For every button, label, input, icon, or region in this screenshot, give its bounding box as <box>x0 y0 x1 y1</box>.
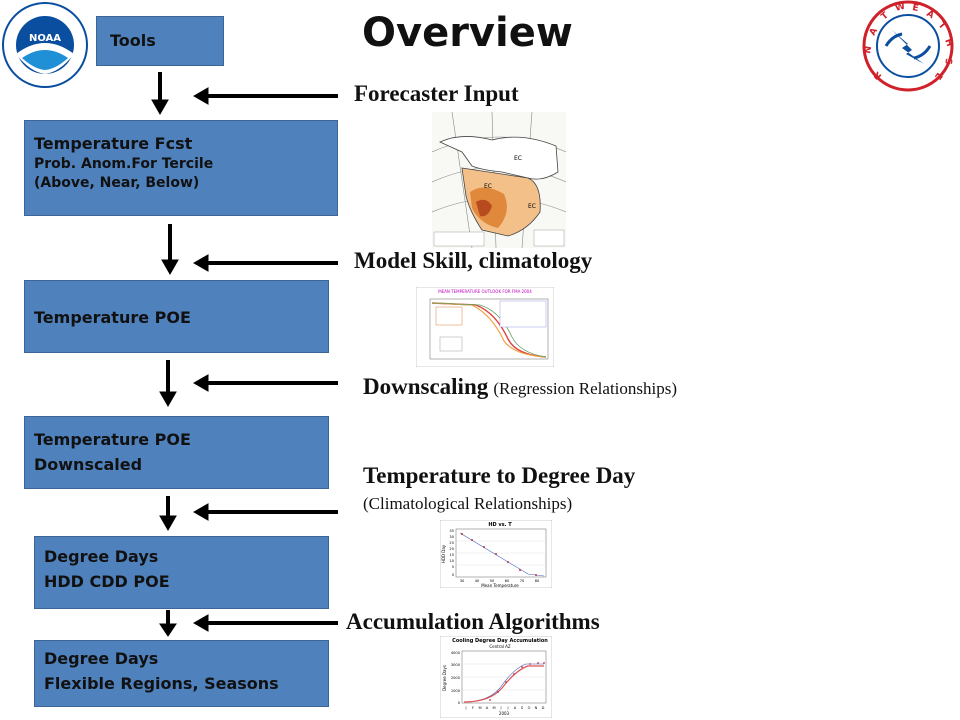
page-title: Overview <box>362 10 573 56</box>
step-label-forecaster-input: Forecaster Input <box>354 81 519 106</box>
box-line: Degree Days <box>44 649 159 668</box>
svg-text:4000: 4000 <box>451 651 461 655</box>
svg-text:J: J <box>506 706 508 710</box>
svg-text:Degree Days: Degree Days <box>442 665 447 691</box>
svg-text:35: 35 <box>449 529 454 533</box>
svg-text:NOAA: NOAA <box>29 33 61 44</box>
svg-text:N: N <box>863 45 874 54</box>
svg-text:W: W <box>894 2 906 14</box>
step-label-downscaling: Downscaling (Regression Relationships) <box>363 374 677 400</box>
svg-text:30: 30 <box>460 579 465 583</box>
svg-text:70: 70 <box>520 579 525 583</box>
svg-text:30: 30 <box>449 535 454 539</box>
poe-curve-thumbnail: MEAN TEMPERATURE OUTLOOK FOR FMA 2004 <box>416 287 554 367</box>
step-label-model-skill: Model Skill, climatology <box>354 248 593 273</box>
svg-text:25: 25 <box>449 541 454 545</box>
svg-text:3000: 3000 <box>451 663 461 667</box>
svg-text:HD vs. T: HD vs. T <box>488 522 512 528</box>
svg-text:0: 0 <box>458 701 461 705</box>
input-arrow-head <box>192 374 209 392</box>
svg-text:0: 0 <box>452 573 455 577</box>
degree-days-poe-box: Degree Days HDD CDD POE <box>34 536 329 609</box>
box-line: Degree Days <box>44 547 159 566</box>
svg-text:MEAN TEMPERATURE OUTLOOK FOR F: MEAN TEMPERATURE OUTLOOK FOR FMA 2004 <box>438 289 532 294</box>
input-arrow-head <box>192 503 209 521</box>
svg-text:60: 60 <box>505 579 510 583</box>
tools-box: Tools <box>96 16 224 66</box>
svg-text:A: A <box>486 706 489 710</box>
box-line: Temperature Fcst <box>34 134 193 153</box>
box-line: HDD CDD POE <box>44 572 170 591</box>
step-label-accumulation: Accumulation Algorithms <box>346 609 600 634</box>
svg-text:T: T <box>936 21 948 33</box>
svg-text:1000: 1000 <box>451 689 461 693</box>
svg-text:5: 5 <box>452 565 454 569</box>
svg-text:D: D <box>542 706 545 710</box>
step-label-degree-day: Temperature to Degree Day (Climatologica… <box>363 463 635 514</box>
hd-vs-t-thumbnail: HD vs. T 30 40 50 60 70 80 35 30 25 20 1… <box>440 520 552 588</box>
svg-text:EC: EC <box>484 183 492 190</box>
down-arrow-head <box>159 391 177 408</box>
temperature-fcst-box: Temperature Fcst Prob. Anom.For Tercile … <box>24 120 338 216</box>
box-line: (Above, Near, Below) <box>34 175 200 191</box>
step-sublabel: (Regression Relationships) <box>493 379 678 398</box>
svg-text:N: N <box>535 706 538 710</box>
svg-text:A: A <box>925 9 936 21</box>
box-line: Temperature POE <box>34 430 191 449</box>
svg-text:T: T <box>880 10 892 22</box>
tools-label: Tools <box>110 31 156 50</box>
box-line: Downscaled <box>34 455 143 474</box>
svg-text:40: 40 <box>475 579 480 583</box>
step-sublabel: (Climatological Relationships) <box>363 494 573 513</box>
degree-days-regions-box: Degree Days Flexible Regions, Seasons <box>34 640 329 707</box>
temperature-outlook-map-thumbnail: EC EC EC <box>432 112 566 248</box>
svg-text:E: E <box>932 70 944 81</box>
svg-text:F: F <box>472 706 474 710</box>
svg-text:M: M <box>492 706 495 710</box>
input-arrow-head <box>192 254 209 272</box>
box-line: Prob. Anom.For Tercile <box>34 156 214 172</box>
box-line: Temperature POE <box>34 308 191 327</box>
svg-text:10: 10 <box>449 559 454 563</box>
input-arrow-head <box>192 614 209 632</box>
svg-text:J: J <box>499 706 501 710</box>
svg-text:O: O <box>528 706 531 710</box>
svg-text:2003: 2003 <box>499 711 510 716</box>
svg-text:15: 15 <box>449 553 454 557</box>
svg-text:EC: EC <box>528 203 536 210</box>
nws-logo: N A T W E A T H S E R <box>862 0 954 92</box>
svg-text:2000: 2000 <box>451 676 461 680</box>
box-line: Flexible Regions, Seasons <box>44 674 279 693</box>
svg-text:A: A <box>514 706 517 710</box>
temperature-poe-box: Temperature POE <box>24 280 329 353</box>
cdd-accumulation-thumbnail: Cooling Degree Day Accumulation Central … <box>440 636 552 718</box>
svg-text:S: S <box>521 706 524 710</box>
svg-text:E: E <box>911 3 919 14</box>
input-arrow-head <box>192 87 209 105</box>
svg-text:A: A <box>868 26 880 37</box>
step-label: Downscaling <box>363 374 489 399</box>
temperature-poe-downscaled-box: Temperature POE Downscaled <box>24 416 329 489</box>
svg-text:M: M <box>478 706 481 710</box>
svg-text:Central AZ: Central AZ <box>489 644 511 649</box>
down-arrow-head <box>151 99 169 116</box>
down-arrow-head <box>159 623 177 637</box>
svg-text:J: J <box>464 706 466 710</box>
svg-text:EC: EC <box>514 155 522 162</box>
input-arrows <box>192 87 338 632</box>
down-arrow-head <box>161 259 179 276</box>
svg-text:80: 80 <box>535 579 540 583</box>
noaa-logo: NOAA <box>2 2 88 88</box>
svg-text:H: H <box>942 38 954 49</box>
svg-text:HDD Day: HDD Day <box>441 544 446 563</box>
down-arrows <box>151 72 179 637</box>
svg-text:Cooling Degree Day Accumulatio: Cooling Degree Day Accumulation <box>452 638 548 644</box>
svg-text:S: S <box>942 58 953 65</box>
down-arrow-head <box>159 515 177 532</box>
step-label: Temperature to Degree Day <box>363 463 636 488</box>
svg-text:20: 20 <box>449 547 454 551</box>
svg-text:Mean Temperature: Mean Temperature <box>481 583 519 588</box>
svg-text:50: 50 <box>490 579 495 583</box>
